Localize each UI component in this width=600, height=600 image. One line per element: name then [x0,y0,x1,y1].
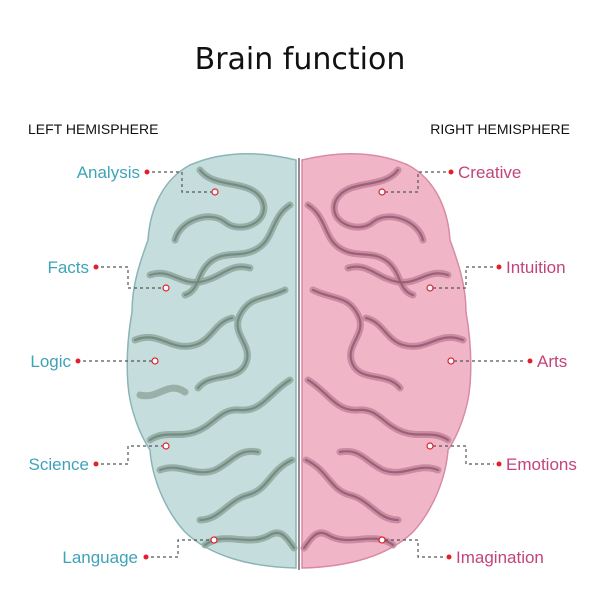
diagram-title: Brain function [195,42,406,77]
right-hemisphere-heading: RIGHT HEMISPHERE [430,121,570,137]
label-creative: Creative [458,163,521,182]
target-ring [426,442,434,450]
marker-dot [496,264,502,270]
leader-line [433,445,494,465]
target-ring [210,536,218,544]
marker-dot [93,264,99,270]
right-callouts: Creative Intuition Arts Emotions Imagina… [378,163,577,567]
marker-dot [527,358,533,364]
callout-emotions: Emotions [426,442,577,474]
marker-dot [143,554,149,560]
left-hemisphere-heading: LEFT HEMISPHERE [28,121,158,137]
target-ring [211,188,219,196]
left-gyri [131,166,298,552]
callout-science: Science [29,442,170,474]
label-intuition: Intuition [506,258,566,277]
leader-line [152,171,212,193]
callout-arts: Arts [447,352,567,371]
callout-analysis: Analysis [77,163,219,196]
callout-imagination: Imagination [378,536,544,567]
label-emotions: Emotions [506,455,577,474]
marker-dot [448,169,454,175]
leader-line [101,445,163,465]
callout-language: Language [62,536,218,567]
target-ring [447,357,455,365]
target-ring [378,536,386,544]
target-ring [162,442,170,450]
left-callouts: Analysis Facts Logic Science Language [29,163,219,567]
callout-facts: Facts [47,258,170,292]
label-arts: Arts [537,352,567,371]
leader-line [151,539,211,558]
callout-intuition: Intuition [426,258,566,292]
label-science: Science [29,455,89,474]
label-imagination: Imagination [456,548,544,567]
callout-logic: Logic [30,352,159,371]
target-ring [162,284,170,292]
brain-illustration [126,152,472,570]
label-analysis: Analysis [77,163,140,182]
leader-line [433,266,494,289]
target-ring [378,188,386,196]
marker-dot [144,169,150,175]
label-language: Language [62,548,138,567]
right-gyri [300,166,467,552]
marker-dot [93,461,99,467]
target-ring [151,357,159,365]
label-facts: Facts [47,258,89,277]
label-logic: Logic [30,352,71,371]
callout-creative: Creative [378,163,521,196]
target-ring [426,284,434,292]
marker-dot [446,554,452,560]
marker-dot [75,358,81,364]
leader-line [385,171,446,193]
marker-dot [496,461,502,467]
leader-line [385,539,444,558]
leader-line [101,266,163,289]
